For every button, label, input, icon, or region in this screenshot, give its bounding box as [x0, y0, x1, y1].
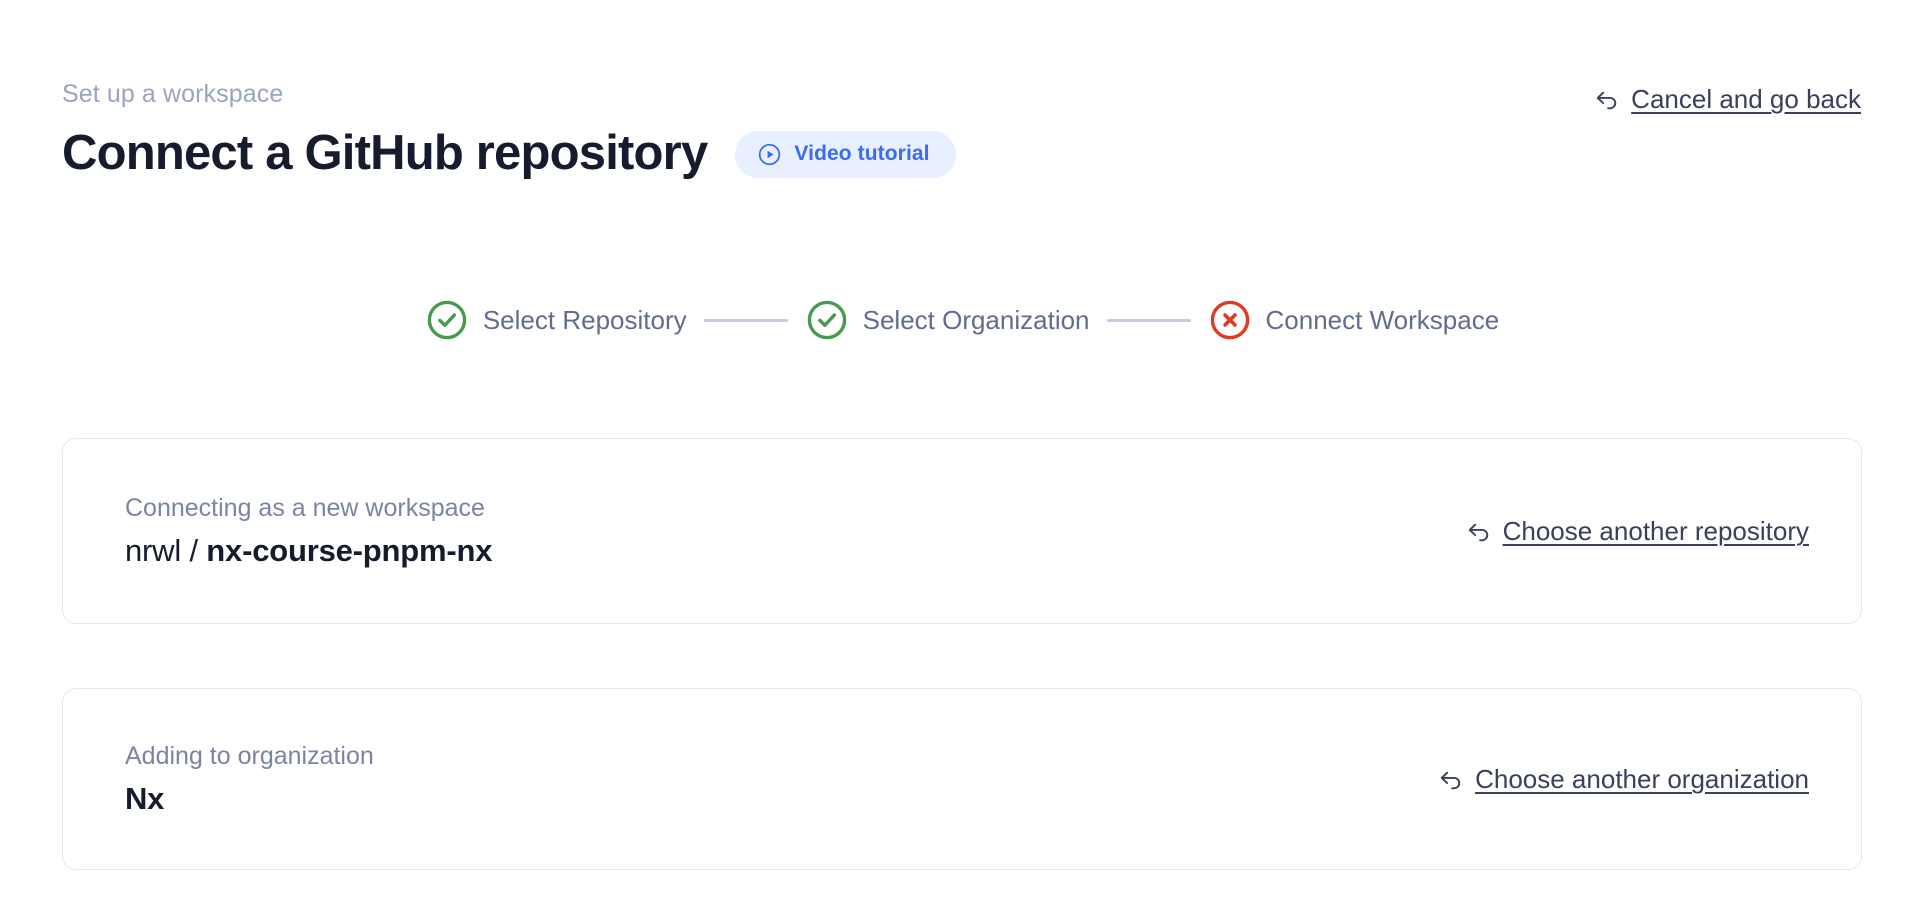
- arrow-uturn-left-icon: [1465, 518, 1492, 545]
- breadcrumb-eyebrow: Set up a workspace: [62, 80, 284, 108]
- cancel-and-go-back-label: Cancel and go back: [1631, 84, 1861, 114]
- repository-card-body: Connecting as a new workspace nrwl / nx-…: [125, 493, 492, 570]
- choose-another-repository-link[interactable]: Choose another repository: [1465, 515, 1809, 547]
- check-circle-icon: [805, 298, 849, 342]
- title-row: Connect a GitHub repository Video tutori…: [62, 124, 1862, 182]
- repository-owner: nrwl: [125, 532, 182, 568]
- x-circle-icon: [1208, 298, 1252, 342]
- step-select-organization-label: Select Organization: [862, 305, 1090, 335]
- page-title: Connect a GitHub repository: [62, 126, 708, 180]
- step-select-organization[interactable]: Select Organization: [805, 298, 1090, 342]
- repository-separator: /: [181, 532, 207, 568]
- video-tutorial-label: Video tutorial: [794, 142, 930, 165]
- organization-card-value: Nx: [125, 780, 165, 816]
- video-tutorial-button[interactable]: Video tutorial: [735, 130, 956, 178]
- choose-another-repository-label: Choose another repository: [1502, 516, 1809, 546]
- repository-card-value: nrwl / nx-course-pnpm-nx: [125, 532, 492, 570]
- step-connect-workspace[interactable]: Connect Workspace: [1208, 298, 1500, 342]
- choose-another-organization-label: Choose another organization: [1475, 764, 1809, 794]
- play-circle-icon: [757, 142, 782, 167]
- page-header: Set up a workspace Connect a GitHub repo…: [62, 78, 1862, 182]
- choose-another-organization-link[interactable]: Choose another organization: [1437, 763, 1809, 795]
- step-select-repository[interactable]: Select Repository: [425, 298, 687, 342]
- step-connector: [1106, 318, 1191, 322]
- repository-name: nx-course-pnpm-nx: [206, 532, 493, 568]
- arrow-uturn-left-icon: [1593, 86, 1620, 113]
- repository-card-caption: Connecting as a new workspace: [125, 493, 485, 522]
- cancel-and-go-back-link[interactable]: Cancel and go back: [1593, 83, 1861, 115]
- organization-card-caption: Adding to organization: [125, 741, 374, 770]
- step-connector: [703, 318, 788, 322]
- organization-card: Adding to organization Nx Choose another…: [62, 688, 1862, 870]
- check-circle-icon: [425, 298, 469, 342]
- arrow-uturn-left-icon: [1437, 766, 1464, 793]
- step-connect-workspace-label: Connect Workspace: [1265, 305, 1500, 335]
- repository-card: Connecting as a new workspace nrwl / nx-…: [62, 438, 1862, 624]
- organization-card-body: Adding to organization Nx: [125, 741, 374, 818]
- step-select-repository-label: Select Repository: [482, 305, 687, 335]
- progress-stepper: Select Repository Select Organization Co…: [0, 298, 1924, 342]
